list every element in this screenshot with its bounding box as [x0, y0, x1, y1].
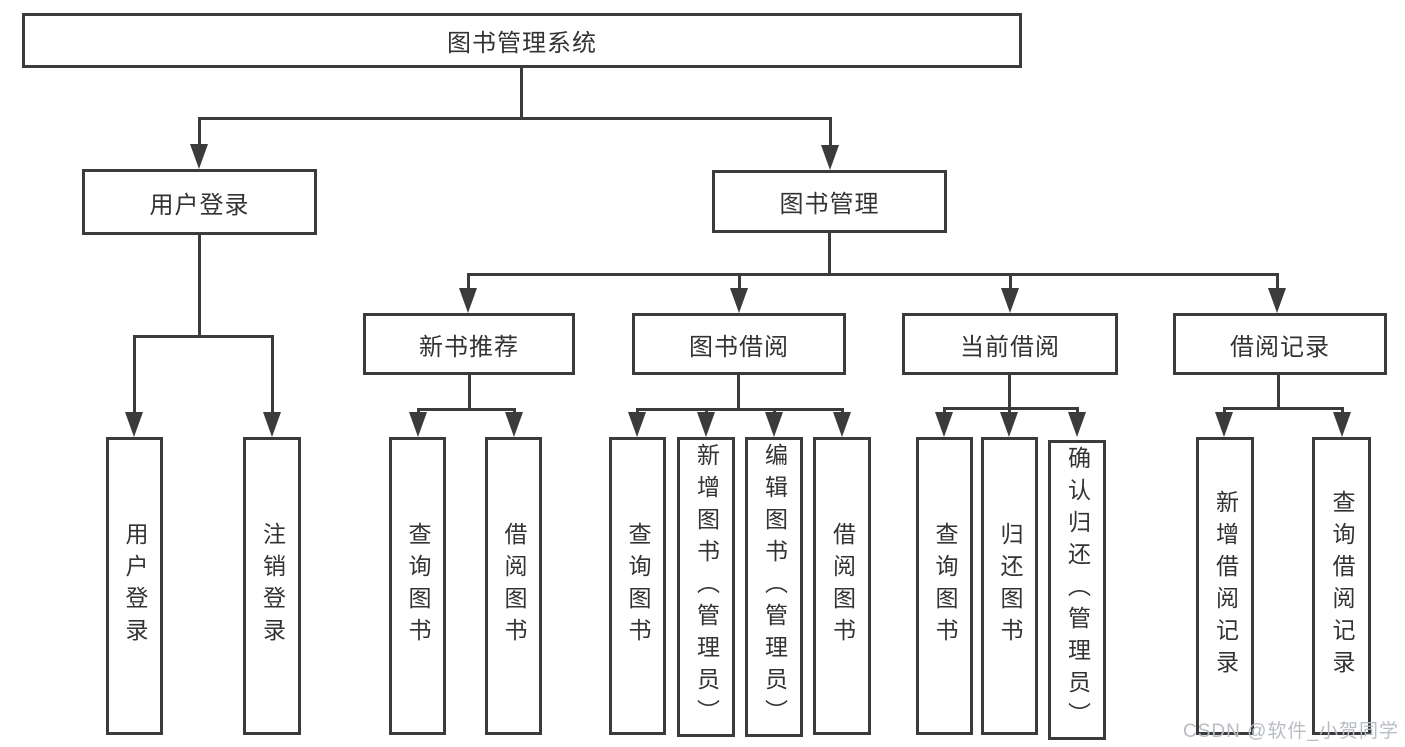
node-new-book-recommend: 新书推荐: [363, 313, 575, 375]
node-label: 查询借阅记录: [1329, 490, 1355, 682]
leaf-confirm-return-admin: 确认归还（管理员）: [1048, 440, 1106, 740]
connector-line: [737, 375, 740, 408]
connector-line: [198, 235, 201, 335]
node-user-login: 用户登录: [82, 169, 317, 235]
arrow-down-icon: [697, 412, 715, 437]
leaf-add-borrow-record: 新增借阅记录: [1196, 437, 1254, 735]
leaf-borrow-books: 借阅图书: [485, 437, 542, 735]
node-label: 图书管理系统: [447, 30, 597, 57]
node-label: 新增借阅记录: [1212, 490, 1239, 682]
connector-line: [468, 375, 471, 408]
node-label: 借阅图书: [829, 522, 856, 650]
arrow-down-icon: [1268, 288, 1286, 313]
node-label: 编辑图书（管理员）: [761, 443, 788, 731]
arrow-down-icon: [125, 412, 143, 437]
connector-line: [1223, 407, 1226, 415]
node-label: 确认归还（管理员）: [1064, 446, 1091, 734]
arrow-down-icon: [628, 412, 646, 437]
connector-line: [828, 233, 831, 273]
connector-line: [1277, 375, 1280, 407]
arrow-down-icon: [190, 144, 208, 169]
node-label: 新书推荐: [419, 333, 519, 361]
leaf-borrow-books: 借阅图书: [813, 437, 871, 735]
node-library-management-system: 图书管理系统: [22, 13, 1022, 68]
connector-line: [943, 407, 946, 415]
csdn-watermark: CSDN @软件_小贺同学: [1183, 721, 1399, 742]
connector-line: [829, 117, 832, 145]
node-label: 新增图书（管理员）: [693, 443, 720, 731]
arrow-down-icon: [935, 412, 953, 437]
node-label: 用户登录: [122, 522, 148, 650]
node-label: 查询图书: [932, 522, 958, 650]
connector-line: [133, 335, 136, 415]
arrow-down-icon: [1333, 412, 1351, 437]
leaf-user-login: 用户登录: [106, 437, 163, 735]
connector-line: [1341, 407, 1344, 415]
arrow-down-icon: [459, 288, 477, 313]
connector-line: [1076, 407, 1079, 415]
connector-line: [133, 335, 274, 338]
connector-line: [198, 117, 832, 120]
node-book-borrow: 图书借阅: [632, 313, 846, 375]
connector-line: [417, 408, 516, 411]
connector-line: [738, 273, 741, 291]
node-book-management: 图书管理: [712, 170, 947, 233]
connector-line: [467, 273, 470, 291]
leaf-query-books: 查询图书: [389, 437, 446, 735]
arrow-down-icon: [263, 412, 281, 437]
arrow-down-icon: [1068, 412, 1086, 437]
arrow-down-icon: [730, 288, 748, 313]
connector-line: [1276, 273, 1279, 291]
connector-line: [271, 335, 274, 415]
connector-line: [198, 117, 201, 145]
connector-line: [1223, 407, 1343, 410]
connector-line: [1008, 407, 1011, 415]
arrow-down-icon: [1001, 288, 1019, 313]
arrow-down-icon: [1000, 412, 1018, 437]
node-borrow-records: 借阅记录: [1173, 313, 1387, 375]
node-label: 借阅图书: [501, 522, 527, 650]
arrow-down-icon: [409, 412, 427, 437]
node-label: 图书管理: [779, 191, 880, 218]
node-label: 归还图书: [997, 522, 1023, 650]
connector-line: [1008, 375, 1011, 407]
leaf-query-borrow-record: 查询借阅记录: [1312, 437, 1371, 735]
connector-line: [636, 408, 844, 411]
leaf-logout: 注销登录: [243, 437, 301, 735]
connector-line: [1009, 273, 1012, 291]
arrow-down-icon: [765, 412, 783, 437]
node-label: 用户登录: [149, 191, 250, 219]
leaf-return-books: 归还图书: [981, 437, 1038, 735]
leaf-add-books-admin: 新增图书（管理员）: [677, 437, 735, 737]
node-label: 当前借阅: [960, 333, 1060, 361]
node-label: 图书借阅: [689, 333, 789, 361]
connector-line: [467, 273, 1278, 276]
arrow-down-icon: [821, 145, 839, 170]
node-label: 借阅记录: [1230, 333, 1330, 361]
node-label: 查询图书: [625, 522, 651, 650]
leaf-query-books: 查询图书: [916, 437, 973, 735]
arrow-down-icon: [1215, 412, 1233, 437]
node-label: 查询图书: [405, 522, 431, 650]
leaf-query-books: 查询图书: [609, 437, 666, 735]
connector-line: [520, 68, 523, 117]
connector-line: [943, 407, 1079, 410]
arrow-down-icon: [833, 412, 851, 437]
leaf-edit-books-admin: 编辑图书（管理员）: [745, 437, 803, 737]
node-current-borrow: 当前借阅: [902, 313, 1118, 375]
node-label: 注销登录: [259, 522, 286, 650]
arrow-down-icon: [505, 412, 523, 437]
